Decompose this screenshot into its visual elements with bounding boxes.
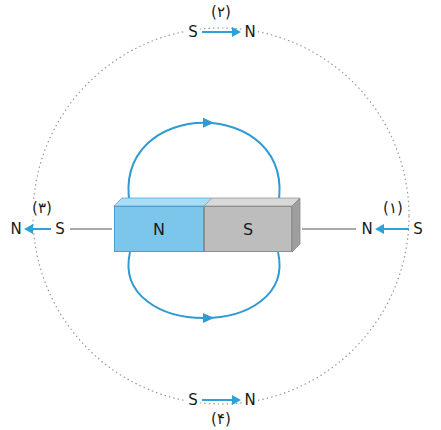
compass-pole: S [53,221,67,238]
field-line [129,252,280,323]
axis-line [70,229,112,230]
compass-pole: S [186,392,200,409]
magnet-pole: N [114,206,204,252]
callout-number: (۳) [30,200,54,217]
dotted-circle [33,28,409,404]
pole-letter: S [243,220,253,239]
field-line [129,118,280,206]
compass-pole: S [411,221,425,238]
compass-pole: S [186,24,200,41]
compass-pole: N [242,24,257,41]
compass-pole: N [242,392,257,409]
compass-pole: N [8,221,23,238]
compass-pole: N [359,221,374,238]
magnet-top-face [114,198,212,206]
callout-number: (۲) [209,4,233,21]
callout-number: (۴) [209,411,233,428]
magnet-top-face [204,198,300,206]
magnet-side-face [292,198,300,252]
compass-needles [24,27,409,405]
axis-line [302,229,356,230]
pole-letter: N [153,220,165,239]
magnet-pole: S [204,206,292,252]
callout-number: (۱) [381,200,405,217]
